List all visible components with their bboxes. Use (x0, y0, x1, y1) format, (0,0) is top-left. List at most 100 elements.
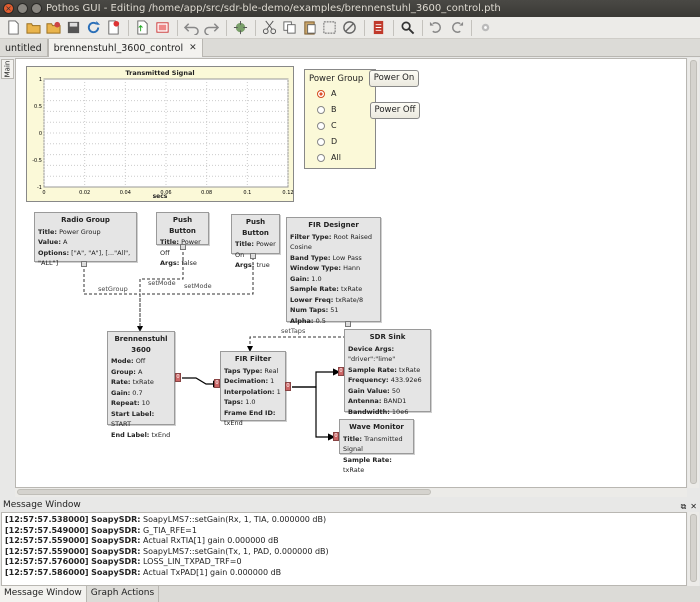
property-value: 10e6 (391, 407, 409, 416)
config-icon[interactable] (476, 19, 494, 37)
cut-icon[interactable] (260, 19, 278, 37)
window-maximize-icon[interactable] (31, 3, 42, 14)
undo-icon[interactable] (182, 19, 200, 37)
x-tick-label: 0.02 (79, 190, 90, 196)
push-off-signal-port[interactable] (180, 244, 186, 250)
new-file-icon[interactable] (4, 19, 22, 37)
property-key: Args: (235, 261, 255, 269)
property-key: Gain Value: (348, 386, 390, 395)
open-recent-icon[interactable] (44, 19, 62, 37)
screenshot-icon[interactable] (153, 19, 171, 37)
block-property: Options: ["A", "A"], [..."All", "ALL"] (38, 248, 133, 269)
radio-option-a[interactable]: A (317, 89, 336, 98)
delete-icon[interactable] (340, 19, 358, 37)
property-value: txEnd (224, 419, 243, 427)
block-property: Filter Type: Root Raised Cosine (290, 232, 377, 253)
rotate-left-icon[interactable] (427, 19, 445, 37)
window-title: Pothos GUI - Editing /home/app/src/sdr-b… (46, 3, 501, 14)
y-tick-label: -0.5 (32, 158, 42, 164)
push-on-signal-port[interactable] (250, 253, 256, 259)
rotate-right-icon[interactable] (447, 19, 465, 37)
property-value: 1.0 (311, 274, 322, 283)
properties-icon[interactable] (369, 19, 387, 37)
log-line: [12:57:57.576000] SoapySDR: LOSS_LIN_TXP… (5, 557, 683, 568)
sdr-sink-input-port[interactable]: 0 (338, 367, 344, 376)
block-property: Bandwidth: 10e6 (348, 407, 427, 418)
close-panel-icon[interactable]: ✕ (690, 502, 697, 511)
window-close-icon[interactable]: × (3, 3, 14, 14)
brennenstuhl-output-port[interactable]: 0 (175, 373, 181, 382)
canvas-horizontal-scrollbar[interactable] (15, 488, 687, 497)
block-property: Args: false (160, 258, 205, 269)
property-key: Window Type: (290, 264, 341, 272)
document-tabs: untitled brennenstuhl_3600_control ✕ (0, 39, 700, 57)
message-scrollbar[interactable] (688, 512, 699, 586)
property-value: 50 (391, 386, 401, 395)
fir-filter-input-port[interactable]: 0 (214, 379, 220, 388)
tab-brennenstuhl[interactable]: brennenstuhl_3600_control ✕ (47, 39, 203, 57)
wave-monitor-input-port[interactable]: 0 (333, 432, 339, 441)
tab-main[interactable]: Main (1, 59, 14, 79)
paste-icon[interactable] (300, 19, 318, 37)
redo-icon[interactable] (202, 19, 220, 37)
canvas-vertical-scrollbar[interactable] (688, 58, 699, 488)
radio-option-b[interactable]: B (317, 105, 337, 114)
radio-option-c[interactable]: C (317, 121, 337, 130)
message-log[interactable]: [12:57:57.538000] SoapySDR: SoapyLMS7::s… (1, 512, 687, 586)
reload-icon[interactable] (84, 19, 102, 37)
x-tick-label: 0.06 (160, 190, 171, 196)
select-all-icon[interactable] (320, 19, 338, 37)
log-source: SoapySDR: (91, 536, 141, 545)
block-property: Sample Rate: txRate (343, 455, 410, 476)
block-property: Title: Power Group (38, 227, 133, 238)
property-key: Gain: (111, 388, 131, 397)
property-value: txRate (132, 378, 154, 386)
property-key: Interpolation: (224, 387, 275, 396)
find-icon[interactable] (398, 19, 416, 37)
power-off-button[interactable]: Power Off (370, 102, 420, 119)
window-minimize-icon[interactable] (17, 3, 28, 14)
property-key: Frequency: (348, 376, 389, 384)
save-icon[interactable] (64, 19, 82, 37)
tab-message-window[interactable]: Message Window (0, 586, 87, 602)
property-value: txEnd (151, 430, 171, 439)
tab-graph-actions[interactable]: Graph Actions (87, 586, 160, 602)
export-icon[interactable] (133, 19, 151, 37)
radio-option-d[interactable]: D (317, 137, 337, 146)
tab-untitled[interactable]: untitled (0, 39, 48, 57)
close-document-icon[interactable] (104, 19, 122, 37)
plot-title: Transmitted Signal (125, 69, 195, 77)
radio-option-all[interactable]: All (317, 153, 341, 162)
property-value: Transmitted Signal (343, 434, 403, 454)
log-time: [12:57:57.586000] (5, 567, 89, 577)
block-property: Mode: Off (111, 356, 171, 367)
activate-topology-icon[interactable] (231, 19, 249, 37)
float-icon[interactable]: ⧉ (680, 502, 687, 511)
fir-designer-signal-port[interactable] (345, 321, 351, 327)
property-value: txRate (340, 285, 363, 293)
power-on-button[interactable]: Power On (369, 70, 419, 87)
close-tab-icon[interactable]: ✕ (189, 42, 197, 53)
log-source: SoapySDR: (91, 515, 141, 524)
edge-label-setmode-2: setMode (184, 282, 212, 290)
property-value: 433.92e6 (390, 376, 422, 384)
property-value: txRate (398, 365, 421, 374)
open-folder-icon[interactable] (24, 19, 42, 37)
log-time: [12:57:57.538000] (5, 515, 89, 524)
block-property: Device Args: "driver":"lime" (348, 344, 427, 365)
copy-icon[interactable] (280, 19, 298, 37)
graph-canvas[interactable]: setGroup setMode setMode setTaps Transmi… (15, 58, 687, 488)
property-key: Value: (38, 238, 61, 246)
fir-filter-output-port[interactable]: 0 (285, 382, 291, 391)
property-key: Title: (38, 227, 58, 236)
radio-group-signal-port[interactable] (81, 261, 87, 267)
